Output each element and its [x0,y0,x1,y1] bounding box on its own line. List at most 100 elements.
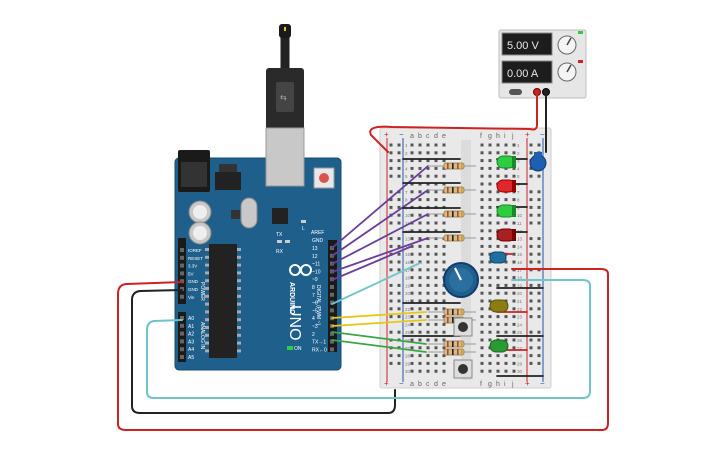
power-pin-socket[interactable] [180,287,184,291]
digital-pin-socket[interactable] [330,292,334,297]
rail-minus-bottom-right: − [540,379,545,388]
column-letter: h [496,381,500,388]
pushbutton-1[interactable] [453,317,473,337]
wire-gnd-black[interactable] [131,289,396,414]
digital-pin-socket[interactable] [330,285,334,289]
resistor[interactable] [428,210,476,218]
row-number: 21 [517,299,523,304]
power-pin-socket[interactable] [180,263,184,268]
digital-pin-socket[interactable] [330,308,334,313]
column-letter: j [511,133,514,140]
analog-pin-socket[interactable] [180,347,184,352]
column-letter: g [488,133,492,140]
power-pin-socket[interactable] [180,294,184,299]
on-label: ON [294,346,302,352]
row-number: 11 [517,221,522,226]
led-red-2[interactable] [496,228,516,242]
resistor[interactable] [428,186,476,194]
l-led-label: L [302,226,305,232]
column-letter: f [480,381,482,388]
analog-pin-socket[interactable] [180,339,184,344]
power-pin-socket[interactable] [180,248,184,252]
digital-pin-label: TX→1 [312,340,326,346]
led-yellow[interactable] [489,299,509,313]
column-letter: d [434,381,438,388]
row-number: 30 [405,369,411,374]
row-number: 11 [405,221,410,226]
column-letter: e [442,133,446,140]
resistor[interactable] [428,348,476,356]
power-pin-socket[interactable] [180,271,184,276]
power-pin-socket[interactable] [180,255,184,260]
led-blue[interactable] [489,251,507,264]
column-letter: f [480,133,482,140]
resistor[interactable] [428,340,476,348]
wire-supply-positive[interactable] [369,94,538,153]
row-number: 25 [517,330,523,335]
resistor[interactable] [428,162,476,170]
row-number: 10 [517,213,523,218]
current-display: 0.00 A [507,68,539,80]
row-number: 25 [405,330,411,335]
analog-pin-label: A1 [188,324,194,330]
analog-pin-socket[interactable] [180,355,184,359]
digital-pin-socket[interactable] [330,300,334,305]
power-supply[interactable]: 5.00 V 0.00 A [498,29,587,99]
row-number: 20 [517,291,523,296]
wire-d4-yellow[interactable] [331,319,427,327]
components[interactable] [428,152,547,379]
digital-pin-socket[interactable] [330,339,334,344]
row-number: 19 [517,283,523,288]
wire-d13-purple[interactable] [331,165,429,249]
wire-a0-cyan[interactable] [146,279,591,399]
row-number: 27 [405,346,411,351]
row-number: 18 [517,276,523,281]
wire-d7-cyan[interactable] [331,262,421,305]
row-number: 13 [517,237,523,242]
wire-d5-yellow[interactable] [331,311,427,319]
digital-pin-label: ~10 [312,269,321,275]
wire-d2-green[interactable] [331,339,427,353]
wire-5v-red[interactable] [117,268,609,431]
arduino-logo: ARDUINO UNO [286,264,312,341]
usb-port[interactable] [265,127,305,187]
led-green-3[interactable] [489,339,509,353]
rail-plus-top-left: + [384,130,389,139]
column-letter: j [511,381,514,388]
analog-pin-socket[interactable] [180,316,184,320]
digital-pin-label: 4 [312,316,315,322]
digital-pin-socket[interactable] [330,347,334,352]
wire-d3-green[interactable] [331,331,427,345]
wire-d9-purple[interactable] [331,246,411,281]
led-green-2[interactable] [496,204,516,218]
row-number: 1 [405,143,408,148]
digital-pin-label: ~9 [312,277,318,283]
row-number: 10 [405,213,411,218]
wire-d10-purple[interactable] [331,237,429,273]
resistor[interactable] [428,308,476,316]
digital-pin-label: 8 [312,285,315,291]
row-number: 5 [517,174,520,179]
resistor[interactable] [428,234,476,242]
power-switch[interactable] [509,89,522,95]
power-pin-label: GND [188,279,199,284]
digital-pin-socket[interactable] [330,331,334,336]
wire-d12-purple[interactable] [331,189,429,257]
digital-pin-label: 2 [312,332,315,338]
potentiometer[interactable] [443,262,479,298]
capacitor-blue[interactable] [529,152,547,172]
arduino-uno-board[interactable]: ⇆ TX RX L [174,24,342,371]
column-letter: b [418,381,422,388]
led-red-1[interactable] [496,179,516,193]
analog-pin-socket[interactable] [180,331,184,336]
pushbutton-2[interactable] [453,359,473,379]
row-number: 29 [517,361,523,366]
wire-d11-purple[interactable] [331,213,429,265]
digital-pin-label: ~5 [312,308,318,314]
column-letter: i [504,133,506,140]
analog-pin-socket[interactable] [180,323,184,328]
row-number: 15 [517,252,523,257]
led-green-1[interactable] [496,155,516,169]
row-number: 1 [517,143,520,148]
